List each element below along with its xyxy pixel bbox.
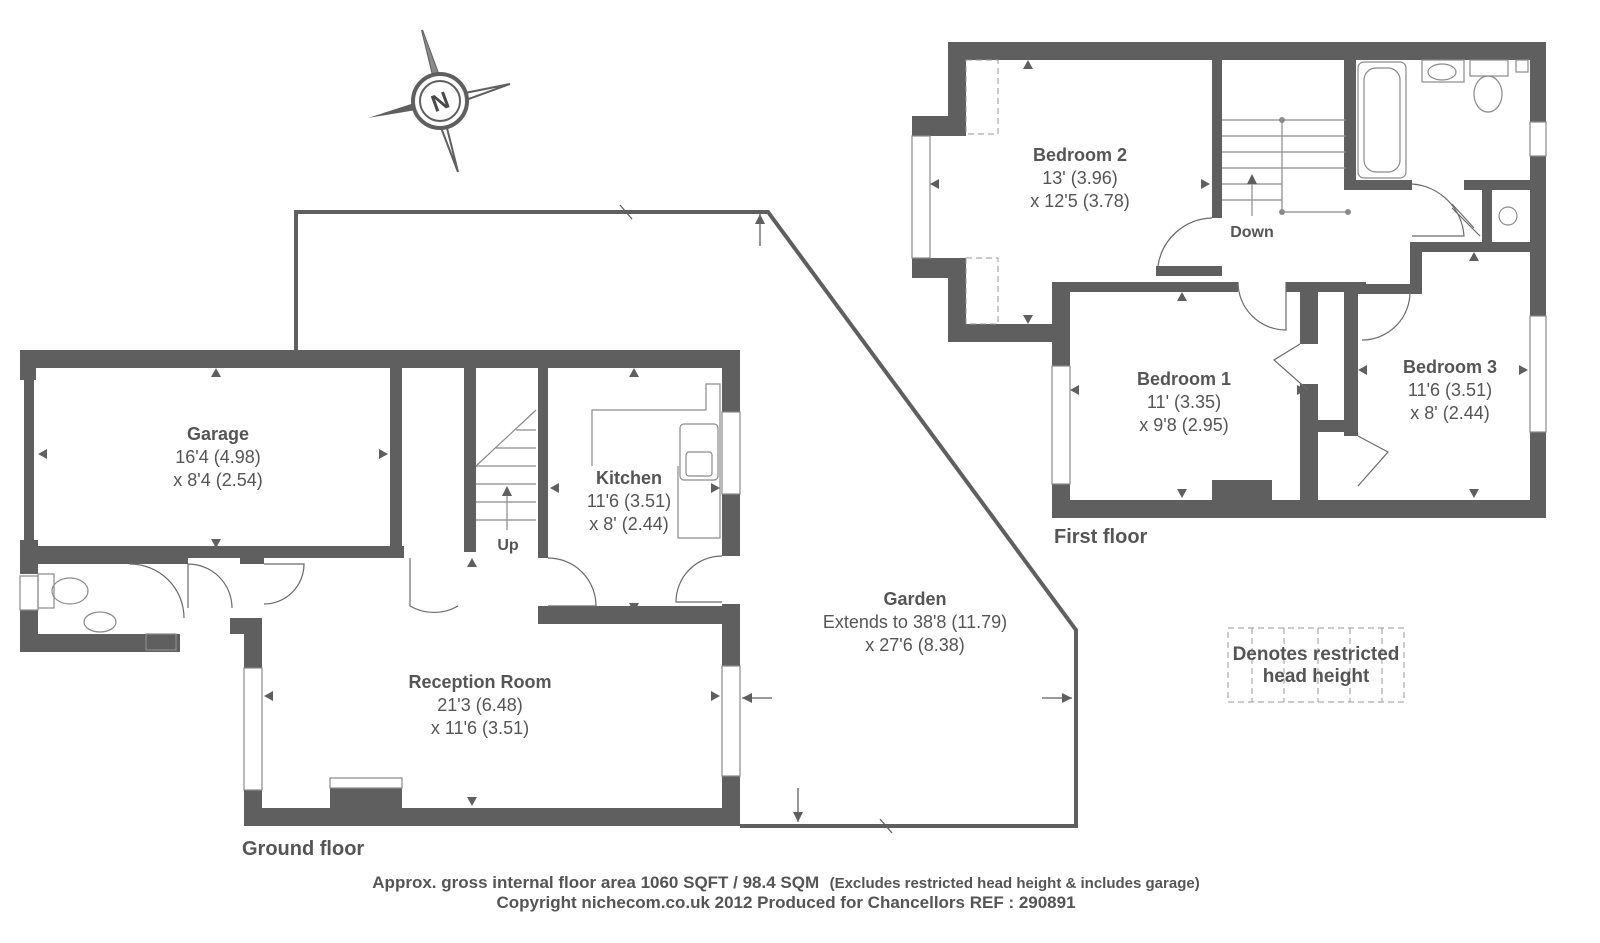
staircase-up — [475, 409, 537, 530]
compass-icon: N — [368, 29, 511, 173]
first-floor-plan — [911, 42, 1547, 518]
garden-boundary — [294, 210, 1078, 828]
bedroom1-dim-1: 11' (3.35) — [1147, 392, 1221, 412]
garden-dim-1: Extends to 38'8 (11.79) — [823, 612, 1007, 632]
footer-area-note: (Excludes restricted head height & inclu… — [830, 875, 1200, 892]
footer-area: Approx. gross internal floor area 1060 S… — [372, 873, 1199, 892]
footer-area-main: Approx. gross internal floor area 1060 S… — [372, 873, 819, 892]
bedroom1-name: Bedroom 1 — [1137, 369, 1231, 389]
stairs-down-label: Down — [1230, 224, 1274, 241]
bedroom2-name: Bedroom 2 — [1033, 145, 1127, 165]
bedroom2-dim-2: x 12'5 (3.78) — [1030, 191, 1130, 211]
reception-dim-2: x 11'6 (3.51) — [431, 718, 529, 738]
ground-floor-plan — [19, 204, 1078, 834]
garden-dim-2: x 27'6 (8.38) — [865, 635, 965, 655]
footer-copyright: Copyright nichecom.co.uk 2012 Produced f… — [496, 893, 1075, 912]
ground-floor-label: Ground floor — [242, 838, 364, 860]
garage-dim-2: x 8'4 (2.54) — [173, 470, 262, 490]
legend-line-2: head height — [1263, 666, 1370, 687]
garage-name: Garage — [187, 424, 249, 444]
staircase-down — [1222, 117, 1351, 216]
reception-dim-1: 21'3 (6.48) — [437, 695, 523, 715]
garden-name: Garden — [883, 589, 946, 609]
stairs-up-label: Up — [497, 537, 519, 554]
bedroom1-dim-2: x 9'8 (2.95) — [1139, 415, 1228, 435]
bedroom2-dim-1: 13' (3.96) — [1042, 168, 1117, 188]
kitchen-dim-2: x 8' (2.44) — [589, 514, 668, 534]
first-floor-label: First floor — [1054, 526, 1148, 548]
restricted-height-legend: Denotes restricted head height — [1227, 627, 1405, 703]
garage-dim-1: 16'4 (4.98) — [175, 447, 261, 467]
bedroom3-dim-2: x 8' (2.44) — [1410, 403, 1489, 423]
legend-line-1: Denotes restricted — [1233, 644, 1400, 665]
bedroom3-name: Bedroom 3 — [1403, 357, 1497, 377]
kitchen-name: Kitchen — [596, 468, 662, 488]
bedroom3-dim-1: 11'6 (3.51) — [1408, 380, 1492, 400]
reception-name: Reception Room — [408, 672, 551, 692]
kitchen-dim-1: 11'6 (3.51) — [587, 491, 671, 511]
